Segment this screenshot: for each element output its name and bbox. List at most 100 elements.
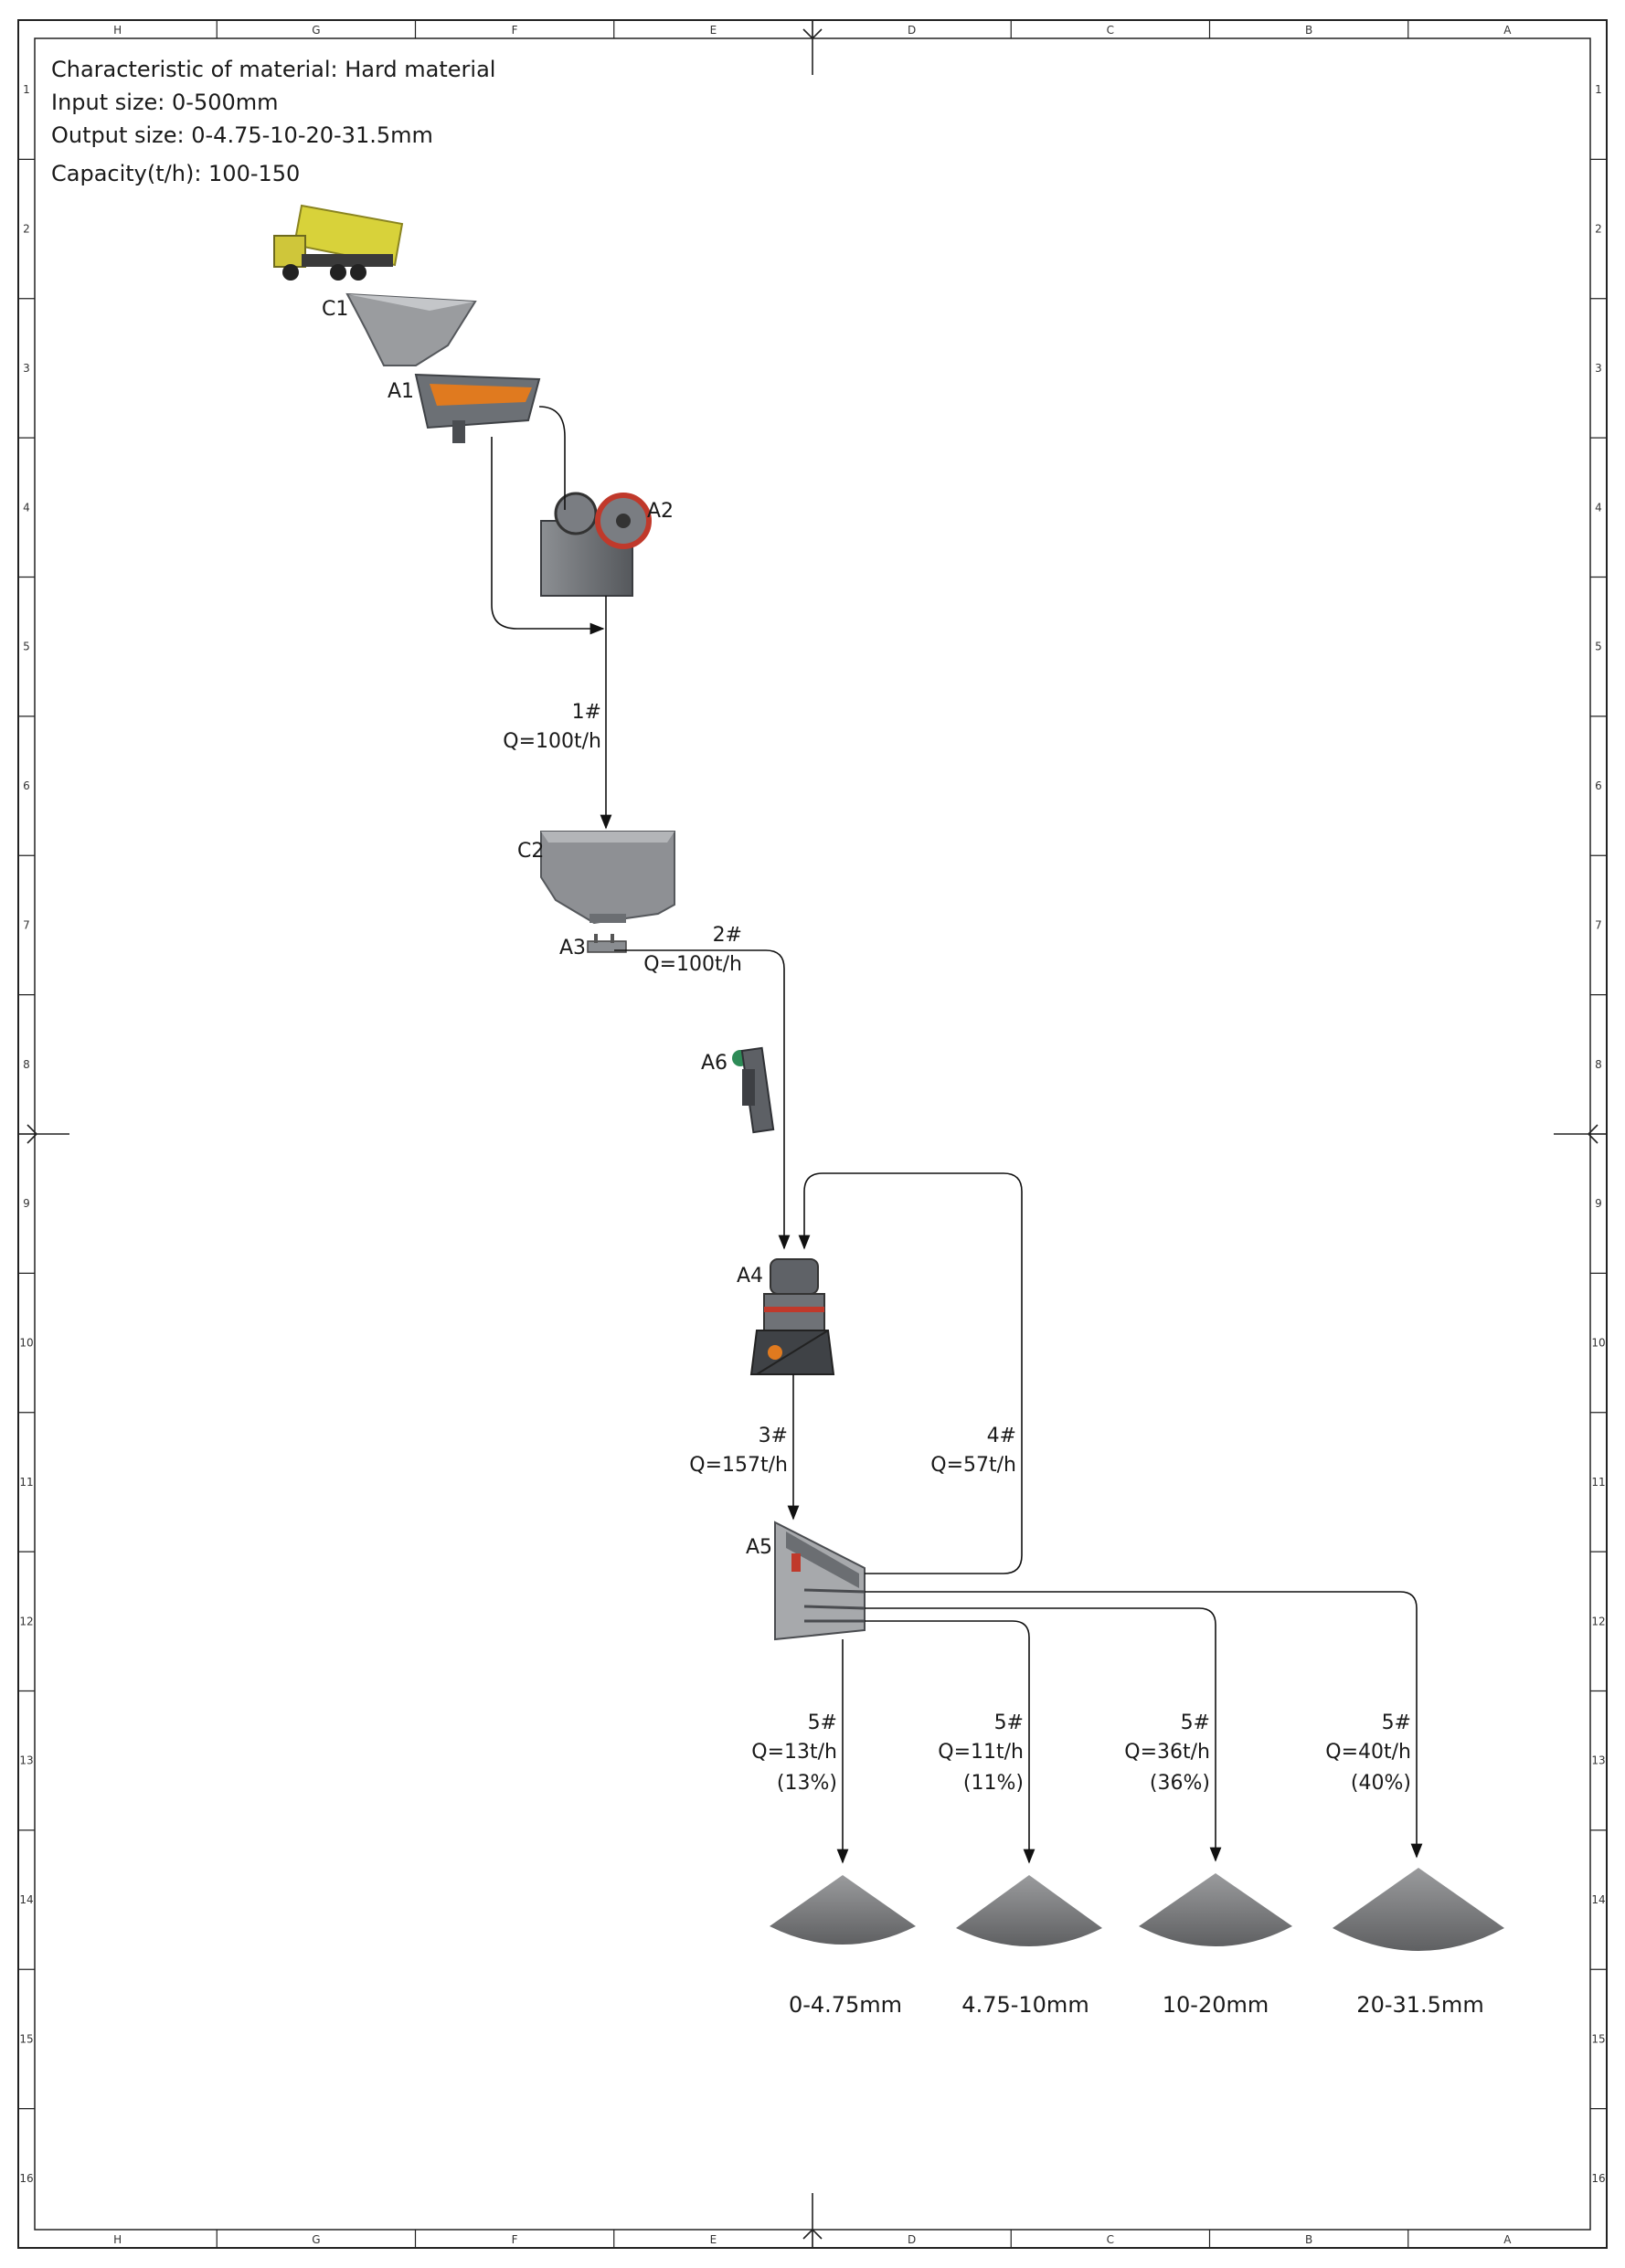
frame-row-label: 11 <box>19 1476 33 1489</box>
flow-2-id: 2# <box>713 924 742 947</box>
jaw-crusher-a2-icon <box>540 492 652 597</box>
frame-row-label: 12 <box>1591 1615 1605 1627</box>
frame-row-label: 5 <box>1595 641 1602 653</box>
frame-row-label: 1 <box>1595 83 1602 96</box>
frame-column-label: E <box>710 2233 717 2246</box>
flow-3-q: Q=157t/h <box>689 1454 788 1477</box>
flow-a1-bypass <box>491 437 605 635</box>
frame-row-label: 2 <box>23 223 30 236</box>
frame-column-label: H <box>113 24 122 37</box>
dump-truck-icon <box>273 204 404 281</box>
spec-block: Characteristic of material: Hard materia… <box>51 57 495 186</box>
frame-row-label: 16 <box>19 2172 33 2185</box>
product-2-id: 5# <box>994 1712 1024 1734</box>
frame-row-label: 7 <box>23 918 30 931</box>
frame-column-label: F <box>512 24 518 37</box>
frame-row-label: 15 <box>19 2032 33 2045</box>
pile-1-icon <box>770 1875 916 1945</box>
frame-row-label: 14 <box>19 1893 33 1906</box>
product-2-q: Q=11t/h <box>938 1741 1024 1764</box>
feeder-a3-icon <box>587 934 627 953</box>
label-a1: A1 <box>388 380 414 403</box>
frame-row-label: 11 <box>1591 1476 1605 1489</box>
frame-row-label: 8 <box>1595 1058 1602 1071</box>
product-3-pct: (36%) <box>1150 1772 1210 1795</box>
frame-row-label: 10 <box>19 1337 33 1350</box>
pile-3-icon <box>1139 1873 1292 1946</box>
product-4-id: 5# <box>1382 1712 1411 1734</box>
flow-2-q: Q=100t/h <box>643 953 742 976</box>
product-label-3: 10-20mm <box>1163 1992 1269 2018</box>
frame-column-label: C <box>1107 24 1114 37</box>
flow-4 <box>798 1172 1023 1574</box>
label-a4: A4 <box>737 1265 763 1288</box>
pile-2-icon <box>956 1875 1102 1946</box>
frame-row-label: 1 <box>23 83 30 96</box>
frame-row-label: 6 <box>23 779 30 792</box>
frame-row-label: 4 <box>23 501 30 514</box>
frame-column-label: C <box>1107 2233 1114 2246</box>
center-mark-left <box>18 1124 69 1144</box>
label-a3: A3 <box>559 937 586 959</box>
vibrating-screen-a5-icon <box>774 1521 866 1641</box>
flow-lines <box>491 406 1423 1864</box>
frame-row-label: 2 <box>1595 223 1602 236</box>
frame-row-label: 5 <box>23 641 30 653</box>
product-3-id: 5# <box>1181 1712 1210 1734</box>
product-label-2: 4.75-10mm <box>961 1992 1089 2018</box>
material-spec: Characteristic of material: Hard materia… <box>51 57 495 82</box>
product-1-id: 5# <box>808 1712 837 1734</box>
frame-column-label: B <box>1305 24 1312 37</box>
hopper-c1-icon <box>345 292 477 366</box>
center-mark-top <box>802 20 823 75</box>
flow-product-2 <box>865 1620 1036 1864</box>
frame-column-label: G <box>312 2233 320 2246</box>
frame-row-label: 16 <box>1591 2172 1605 2185</box>
product-4-q: Q=40t/h <box>1325 1741 1411 1764</box>
flow-4-q: Q=57t/h <box>930 1454 1016 1477</box>
product-1-q: Q=13t/h <box>751 1741 837 1764</box>
flow-3-id: 3# <box>759 1425 788 1447</box>
frame-column-label: F <box>512 2233 518 2246</box>
frame-column-label: H <box>113 2233 122 2246</box>
flow-4-id: 4# <box>987 1425 1016 1447</box>
hopper-c2-icon <box>540 831 675 925</box>
flow-2 <box>614 949 791 1250</box>
flow-1-q: Q=100t/h <box>503 730 601 753</box>
frame-column-label: E <box>710 24 717 37</box>
vibrating-feeder-a1-icon <box>414 373 541 443</box>
product-piles <box>770 1868 1504 1951</box>
product-labels: 0-4.75mm 4.75-10mm 10-20mm 20-31.5mm <box>789 1992 1484 2018</box>
frame-row-label: 10 <box>1591 1337 1605 1350</box>
frame-row-label: 12 <box>19 1615 33 1627</box>
frame-row-label: 14 <box>1591 1893 1605 1906</box>
frame-column-label: D <box>908 2233 916 2246</box>
product-label-1: 0-4.75mm <box>789 1992 902 2018</box>
product-1-pct: (13%) <box>777 1772 837 1795</box>
flow-a1-to-a2 <box>538 406 566 510</box>
flow-product-3 <box>865 1607 1222 1862</box>
frame-row-label: 3 <box>23 362 30 375</box>
frame-row-label: 13 <box>19 1754 33 1767</box>
flow-1-id: 1# <box>572 701 601 724</box>
frame-row-label: 9 <box>1595 1197 1602 1210</box>
frame-column-label: G <box>312 24 320 37</box>
frame-row-label: 13 <box>1591 1754 1605 1767</box>
center-mark-right <box>1554 1124 1607 1144</box>
frame-column-label: D <box>908 24 916 37</box>
product-label-4: 20-31.5mm <box>1356 1992 1483 2018</box>
frame-row-label: 7 <box>1595 918 1602 931</box>
label-a6: A6 <box>701 1052 728 1075</box>
cone-crusher-a4-icon <box>749 1258 835 1375</box>
label-a5: A5 <box>746 1536 772 1559</box>
frame-row-label: 4 <box>1595 501 1602 514</box>
frame-row-label: 8 <box>23 1058 30 1071</box>
frame-row-label: 6 <box>1595 779 1602 792</box>
iron-remover-a6-icon <box>732 1046 775 1134</box>
flow-product-4 <box>865 1591 1423 1859</box>
